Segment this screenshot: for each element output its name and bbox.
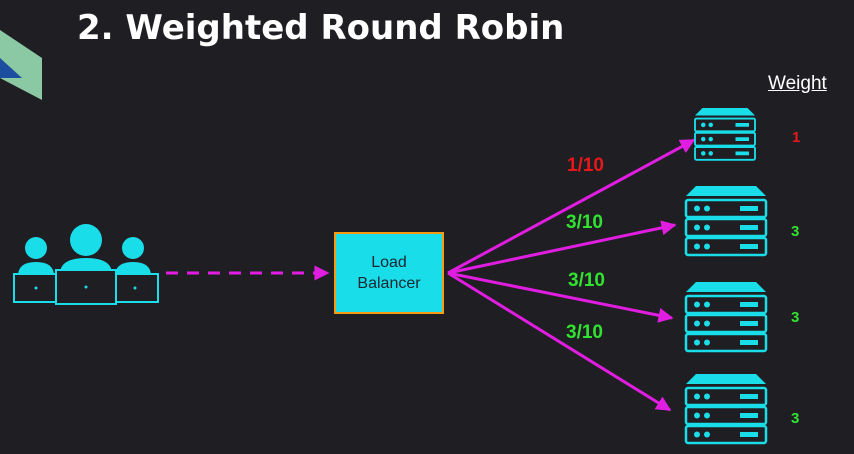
arrow-to-server-2 bbox=[447, 220, 677, 275]
server-rack-icon bbox=[694, 108, 756, 161]
server-1-weight: 1 bbox=[792, 129, 801, 146]
server-rack-icon bbox=[684, 186, 768, 257]
server-1-fraction: 1/10 bbox=[567, 155, 604, 176]
arrow-to-server-4 bbox=[447, 271, 672, 412]
server-4-fraction: 3/10 bbox=[566, 322, 603, 343]
arrow-to-server-3 bbox=[447, 271, 674, 323]
users-with-laptops-icon bbox=[13, 224, 159, 305]
server-3-fraction: 3/10 bbox=[568, 270, 605, 291]
load-balancer-label-line2: Balancer bbox=[357, 275, 421, 292]
slide-title: 2. Weighted Round Robin bbox=[77, 8, 565, 48]
corner-decoration bbox=[0, 30, 42, 100]
server-rack-icon bbox=[684, 374, 768, 445]
weight-column-header: Weight bbox=[768, 73, 827, 94]
server-3-weight: 3 bbox=[791, 309, 800, 326]
arrow-to-server-1 bbox=[447, 138, 696, 275]
server-4-weight: 3 bbox=[791, 410, 800, 427]
server-2-fraction: 3/10 bbox=[566, 212, 603, 233]
server-2-weight: 3 bbox=[791, 223, 800, 240]
load-balancer-box: Load Balancer bbox=[334, 232, 444, 314]
server-rack-icon bbox=[684, 282, 768, 353]
load-balancer-label-line1: Load bbox=[371, 254, 407, 271]
